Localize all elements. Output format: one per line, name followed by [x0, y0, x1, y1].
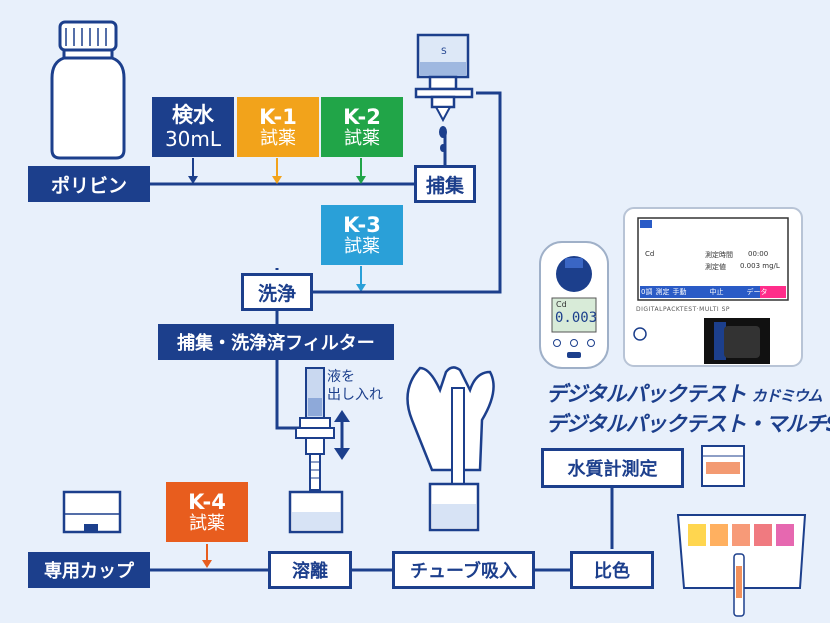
empty-cup-illustration	[62, 490, 122, 534]
large-meter-element: Cd	[645, 250, 655, 258]
step-cup: 専用カップ	[28, 552, 150, 588]
syringe-note-line2: 出し入れ	[327, 387, 383, 404]
step-elution: 溶離	[268, 551, 352, 589]
line-funnel-wash	[312, 91, 502, 294]
step-colorimetry: 比色	[570, 551, 654, 589]
reagent-k4-line1: K-4	[188, 489, 226, 514]
tube-suction-illustration	[406, 366, 495, 532]
softkey-measure: 測定	[655, 288, 670, 296]
syringe-note-line1: 液を	[327, 369, 355, 385]
softkey-data: データ	[746, 288, 768, 296]
reagent-k2-box: K-2 試薬	[321, 97, 403, 157]
large-meter-brand: DIGITALPACKTEST·MULTI SP	[636, 306, 731, 313]
large-meter-illustration	[623, 207, 803, 367]
reagent-sample-box: 検水 30mL	[152, 97, 234, 157]
reagent-k3-line1: K-3	[343, 212, 381, 237]
reagent-sample-line1: 検水	[172, 103, 214, 128]
step-filter: 捕集・洗浄済フィルター	[158, 324, 394, 360]
svg-text:S: S	[441, 47, 447, 57]
large-meter-result-label: 測定値	[705, 263, 726, 271]
reagent-k2-line1: K-2	[343, 104, 381, 129]
step-polybin: ポリビン	[28, 166, 150, 202]
reagent-k4-line2: 試薬	[189, 512, 225, 534]
product-name-cadmium: デジタルパックテスト	[546, 382, 747, 406]
large-meter-time-value: 00:00	[748, 250, 769, 258]
step-tube-suction: チューブ吸入	[392, 551, 535, 589]
syringe-cup-illustration	[288, 367, 350, 534]
step-water-meter: 水質計測定	[541, 448, 684, 488]
poly-bottle-illustration	[50, 20, 126, 160]
filter-syringe-illustration: S	[414, 33, 474, 152]
reagent-sample-line2: 30mL	[164, 126, 222, 151]
step-capture: 捕集	[414, 165, 476, 203]
reagent-k2-line2: 試薬	[344, 127, 380, 149]
reagent-k1-line1: K-1	[259, 104, 297, 129]
large-meter-result-value: 0.003 mg/L	[740, 262, 780, 270]
small-meter-illustration	[539, 241, 609, 369]
color-chart-card	[676, 514, 807, 617]
reagent-k1-line2: 試薬	[260, 127, 296, 149]
small-meter-value: 0.003	[555, 310, 598, 326]
product-name-cadmium-suffix: カドミウム	[751, 387, 823, 405]
large-meter-softkeys: 0調 測定 手動 中止 データ	[641, 287, 767, 297]
reagent-k1-box: K-1 試薬	[237, 97, 319, 157]
small-meter-element: Cd	[556, 300, 567, 309]
reagent-k3-box: K-3 試薬	[321, 205, 403, 265]
reagent-k3-line2: 試薬	[344, 235, 380, 257]
softkey-manual: 手動	[672, 288, 687, 296]
color-cell-illustration	[701, 445, 745, 487]
softkey-zero: 0調	[641, 288, 653, 296]
step-wash: 洗浄	[241, 273, 313, 311]
softkey-stop: 中止	[709, 288, 724, 296]
product-name-line2: デジタルパックテスト・マルチSP	[546, 412, 830, 436]
reagent-k4-box: K-4 試薬	[166, 482, 248, 542]
syringe-note: 液を 出し入れ	[327, 368, 383, 404]
product-name-line1: デジタルパックテストカドミウム	[546, 378, 823, 408]
large-meter-time-label: 測定時間	[705, 251, 733, 259]
